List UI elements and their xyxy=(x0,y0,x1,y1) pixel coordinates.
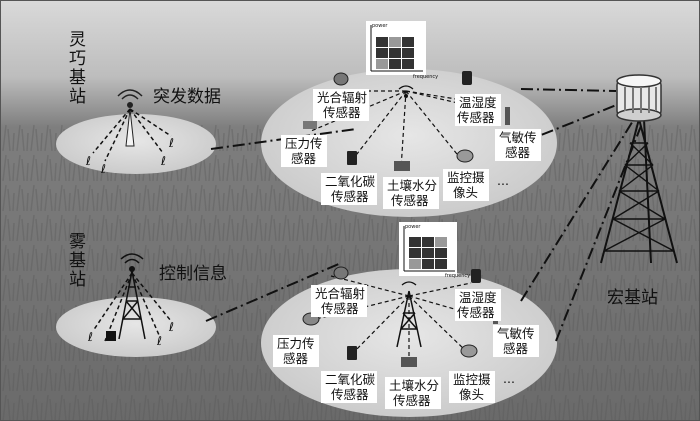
svg-text:ℓ: ℓ xyxy=(160,154,166,168)
svg-text:基: 基 xyxy=(69,68,86,88)
lower-humidity-label: 温湿度 传感器 xyxy=(455,289,501,321)
svg-text:传感器: 传感器 xyxy=(457,305,495,320)
upper-hub-links xyxy=(310,90,502,170)
upper-sensor-labels: 光合辐射 传感器 温湿度 传感器 压力传 感器 气敏传 感器 二氧化碳 传感器 … xyxy=(281,89,541,209)
lower-spectrum-xlabel: frequency xyxy=(445,273,470,279)
lower-spectrum-ylabel: power xyxy=(405,224,421,230)
lower-co2-label: 二氧化碳 传感器 xyxy=(321,371,377,403)
svg-text:ℓ: ℓ xyxy=(87,330,93,344)
svg-text:温湿度: 温湿度 xyxy=(459,95,497,110)
svg-text:感器: 感器 xyxy=(505,145,531,160)
lower-gas-label: 气敏传 感器 xyxy=(493,325,539,357)
upper-humidity-label: 温湿度 传感器 xyxy=(455,94,501,126)
svg-text:像头: 像头 xyxy=(459,387,484,402)
svg-text:二氧化碳: 二氧化碳 xyxy=(325,372,376,387)
svg-text:ℓ: ℓ xyxy=(100,162,106,176)
upper-gas-label: 气敏传 感器 xyxy=(495,129,541,161)
svg-text:ℓ: ℓ xyxy=(85,154,91,168)
upper-camera-label: 监控摄 像头 xyxy=(443,169,489,201)
agile-station-label: 灵 巧 基 站 xyxy=(69,30,86,107)
svg-text:感器: 感器 xyxy=(291,151,317,166)
lower-sensor-icons xyxy=(302,266,498,367)
svg-text:传感器: 传感器 xyxy=(321,301,359,316)
svg-text:巧: 巧 xyxy=(69,49,86,69)
svg-text:传感器: 传感器 xyxy=(331,189,369,204)
upper-spectrum-ylabel: power xyxy=(372,23,388,29)
svg-text:压力传: 压力传 xyxy=(277,336,315,351)
upper-more-sensors: ... xyxy=(497,173,509,188)
svg-text:二氧化碳: 二氧化碳 xyxy=(325,174,376,189)
svg-text:ℓ: ℓ xyxy=(156,334,162,348)
control-info-label: 控制信息 xyxy=(159,264,227,284)
lower-pressure-label: 压力传 感器 xyxy=(273,335,319,367)
svg-text:传感器: 传感器 xyxy=(393,393,431,408)
svg-text:光合辐射: 光合辐射 xyxy=(315,286,365,301)
svg-text:感器: 感器 xyxy=(503,341,529,356)
svg-text:传感器: 传感器 xyxy=(457,110,495,125)
lower-spectrum-chart xyxy=(399,222,457,276)
macro-station-label: 宏基站 xyxy=(607,288,658,308)
upper-spectrum-xlabel: frequency xyxy=(413,74,438,80)
macro-station-icon xyxy=(600,74,678,264)
svg-text:温湿度: 温湿度 xyxy=(459,290,497,305)
svg-text:传感器: 传感器 xyxy=(331,387,369,402)
lower-sensor-labels: 光合辐射 传感器 温湿度 传感器 压力传 感器 气敏传 感器 二氧化碳 传感器 … xyxy=(273,285,539,409)
lower-photosynth-label: 光合辐射 传感器 xyxy=(311,285,367,317)
upper-sensor-icons xyxy=(303,71,510,171)
upper-spectrum-chart xyxy=(366,21,426,75)
fog-station-coverage xyxy=(56,297,216,357)
svg-text:ℓ: ℓ xyxy=(168,320,174,334)
svg-text:传感器: 传感器 xyxy=(391,193,429,208)
svg-text:土壤水分: 土壤水分 xyxy=(389,378,439,393)
svg-text:站: 站 xyxy=(69,270,86,290)
svg-text:监控摄: 监控摄 xyxy=(453,372,491,387)
agile-station-icon: ℓ ℓ ℓ ℓ xyxy=(85,89,174,176)
upper-photosynth-label: 光合辐射 传感器 xyxy=(313,89,369,121)
fog-station-icon: ℓ ℓ ℓ xyxy=(87,253,174,348)
upper-pressure-label: 压力传 感器 xyxy=(281,135,327,167)
lower-more-sensors: ... xyxy=(503,371,515,386)
svg-text:气敏传: 气敏传 xyxy=(499,130,537,145)
svg-text:像头: 像头 xyxy=(453,185,478,200)
svg-text:光合辐射: 光合辐射 xyxy=(317,90,367,105)
agile-station-coverage xyxy=(56,114,216,174)
svg-text:ℓ: ℓ xyxy=(168,136,174,150)
svg-text:压力传: 压力传 xyxy=(285,136,323,151)
svg-text:监控摄: 监控摄 xyxy=(447,170,485,185)
upper-soil-label: 土壤水分 传感器 xyxy=(383,177,439,209)
fog-station-label: 雾 基 站 xyxy=(69,232,86,290)
burst-data-label: 突发数据 xyxy=(153,87,221,107)
svg-text:感器: 感器 xyxy=(283,351,309,366)
lower-camera-label: 监控摄 像头 xyxy=(449,371,495,403)
lower-soil-label: 土壤水分 传感器 xyxy=(385,377,441,409)
svg-text:基: 基 xyxy=(69,251,86,271)
svg-text:雾: 雾 xyxy=(69,232,86,252)
svg-text:传感器: 传感器 xyxy=(323,105,361,120)
upper-co2-label: 二氧化碳 传感器 xyxy=(321,173,377,205)
svg-text:站: 站 xyxy=(69,87,86,107)
svg-text:灵: 灵 xyxy=(69,30,86,50)
svg-text:气敏传: 气敏传 xyxy=(497,326,535,341)
svg-text:土壤水分: 土壤水分 xyxy=(387,178,437,193)
upper-hub-signal xyxy=(398,85,414,98)
